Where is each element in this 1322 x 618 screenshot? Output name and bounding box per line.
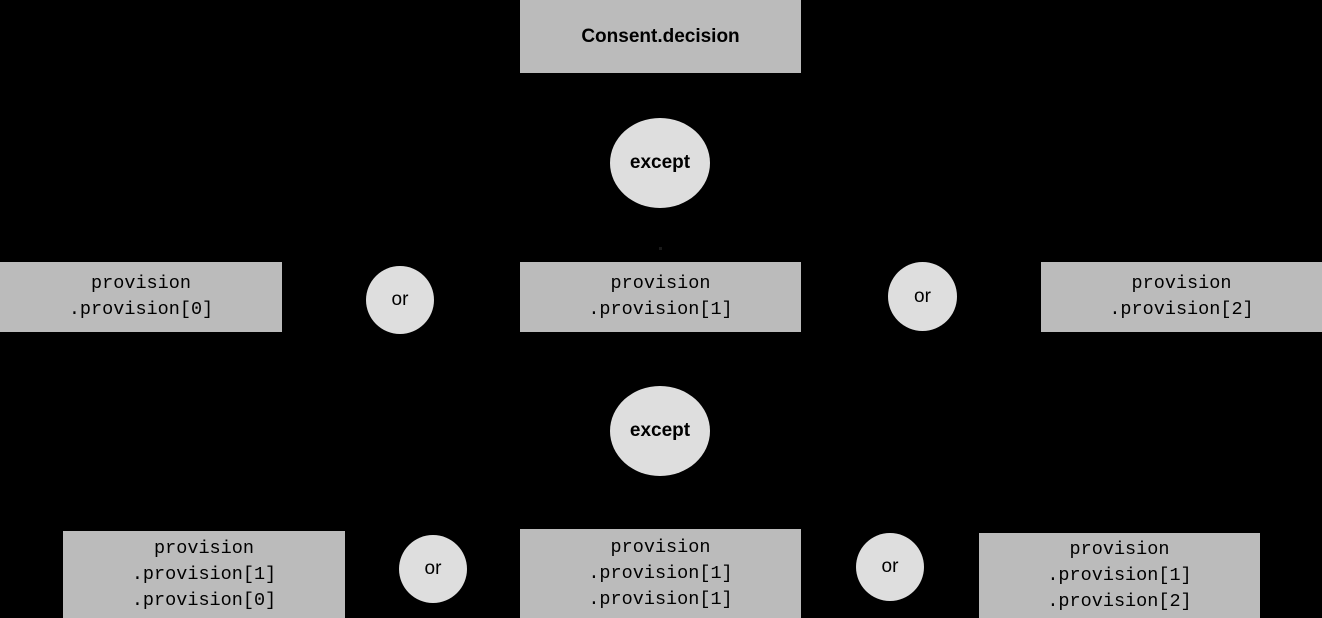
node-provision-1-2[interactable]: provision .provision[1] .provision[2] xyxy=(979,533,1260,618)
edge-dot-top-provision-1 xyxy=(659,247,662,250)
operator-or-3[interactable]: or xyxy=(399,535,467,603)
node-provision-1-0[interactable]: provision .provision[1] .provision[0] xyxy=(63,531,345,618)
node-provision-1-0-line-2: .provision[1] xyxy=(131,563,277,585)
node-provision-1[interactable]: provision .provision[1] xyxy=(520,262,801,332)
operator-or-1-label: or xyxy=(391,289,409,310)
node-provision-1-0-line-1: provision xyxy=(154,537,254,559)
operator-except-2[interactable]: except xyxy=(610,386,710,476)
operator-or-3-label: or xyxy=(424,558,442,579)
node-provision-1-1-line-1: provision xyxy=(610,536,711,558)
operator-or-4-label: or xyxy=(881,556,899,577)
node-consent-decision[interactable]: Consent.decision xyxy=(520,0,801,73)
node-provision-2-line-2: .provision[2] xyxy=(1109,299,1254,320)
node-provision-1-0-line-3: .provision[0] xyxy=(131,589,277,611)
operator-or-2-label: or xyxy=(914,285,931,307)
node-provision-2-line-1: provision xyxy=(1131,273,1232,294)
node-provision-1-1-line-3: .provision[1] xyxy=(588,588,733,610)
node-consent-decision-label: Consent.decision xyxy=(581,25,740,47)
node-provision-1-line-1: provision xyxy=(610,273,711,294)
node-provision-1-1-line-2: .provision[1] xyxy=(588,562,733,584)
node-provision-1-line-2: .provision[1] xyxy=(588,299,733,320)
node-provision-0[interactable]: provision .provision[0] xyxy=(0,262,282,332)
node-provision-1-2-line-3: .provision[2] xyxy=(1047,590,1192,612)
operator-except-1[interactable]: except xyxy=(610,118,710,208)
operator-or-1[interactable]: or xyxy=(366,266,434,334)
node-provision-1-2-line-2: .provision[1] xyxy=(1047,564,1192,586)
operator-except-1-label: except xyxy=(629,152,691,173)
operator-or-2[interactable]: or xyxy=(888,262,957,331)
operator-except-2-label: except xyxy=(629,420,691,441)
node-provision-2[interactable]: provision .provision[2] xyxy=(1041,262,1322,332)
operator-or-4[interactable]: or xyxy=(856,533,924,601)
node-provision-1-1[interactable]: provision .provision[1] .provision[1] xyxy=(520,529,801,618)
node-provision-1-2-line-1: provision xyxy=(1069,538,1170,560)
node-provision-0-line-1: provision xyxy=(91,273,191,294)
node-provision-0-line-2: .provision[0] xyxy=(68,299,214,320)
